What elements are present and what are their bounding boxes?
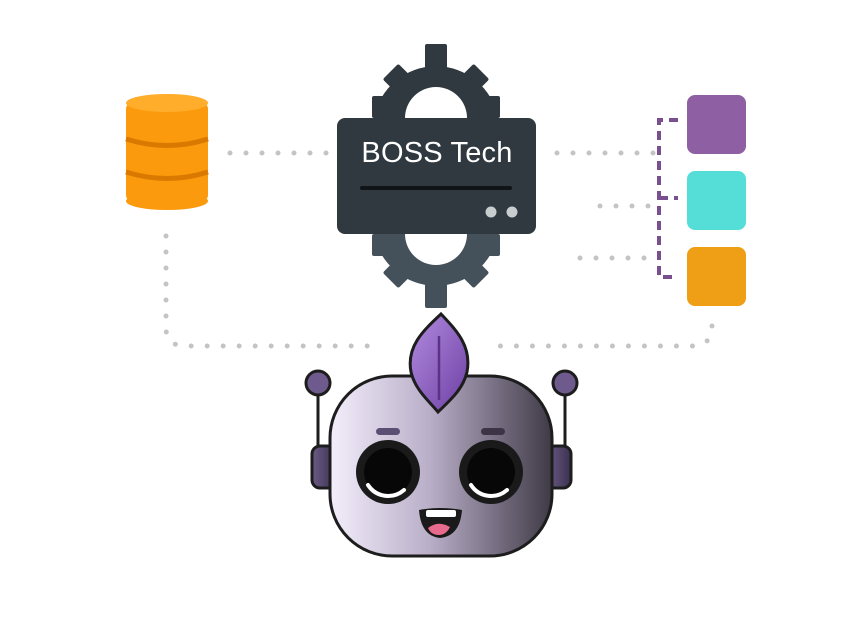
gear-icon: [372, 44, 500, 118]
block-orange: [687, 247, 746, 306]
mouth-icon: [419, 508, 462, 538]
connector-blocks-robot: [487, 323, 715, 349]
database-icon: [125, 94, 209, 210]
block-cyan: [687, 171, 746, 230]
brow-left-icon: [376, 428, 400, 435]
eye-right-icon: [459, 440, 523, 504]
gear-hole-top: [405, 87, 467, 118]
antenna-right-icon: [551, 369, 579, 397]
robot-mascot: [304, 311, 579, 558]
gear-hole-bottom: [405, 234, 467, 265]
connector-lines: [163, 150, 715, 349]
antenna-left-icon: [304, 369, 332, 397]
eye-left-icon: [356, 440, 420, 504]
stacked-blocks-icon: [687, 95, 746, 306]
blocks-bracket: [657, 118, 678, 279]
server-label: BOSS Tech: [361, 137, 512, 169]
brow-right-icon: [481, 428, 505, 435]
block-purple: [687, 95, 746, 154]
connector-database-robot: [163, 233, 383, 349]
server-icon: BOSS Tech: [337, 118, 536, 234]
